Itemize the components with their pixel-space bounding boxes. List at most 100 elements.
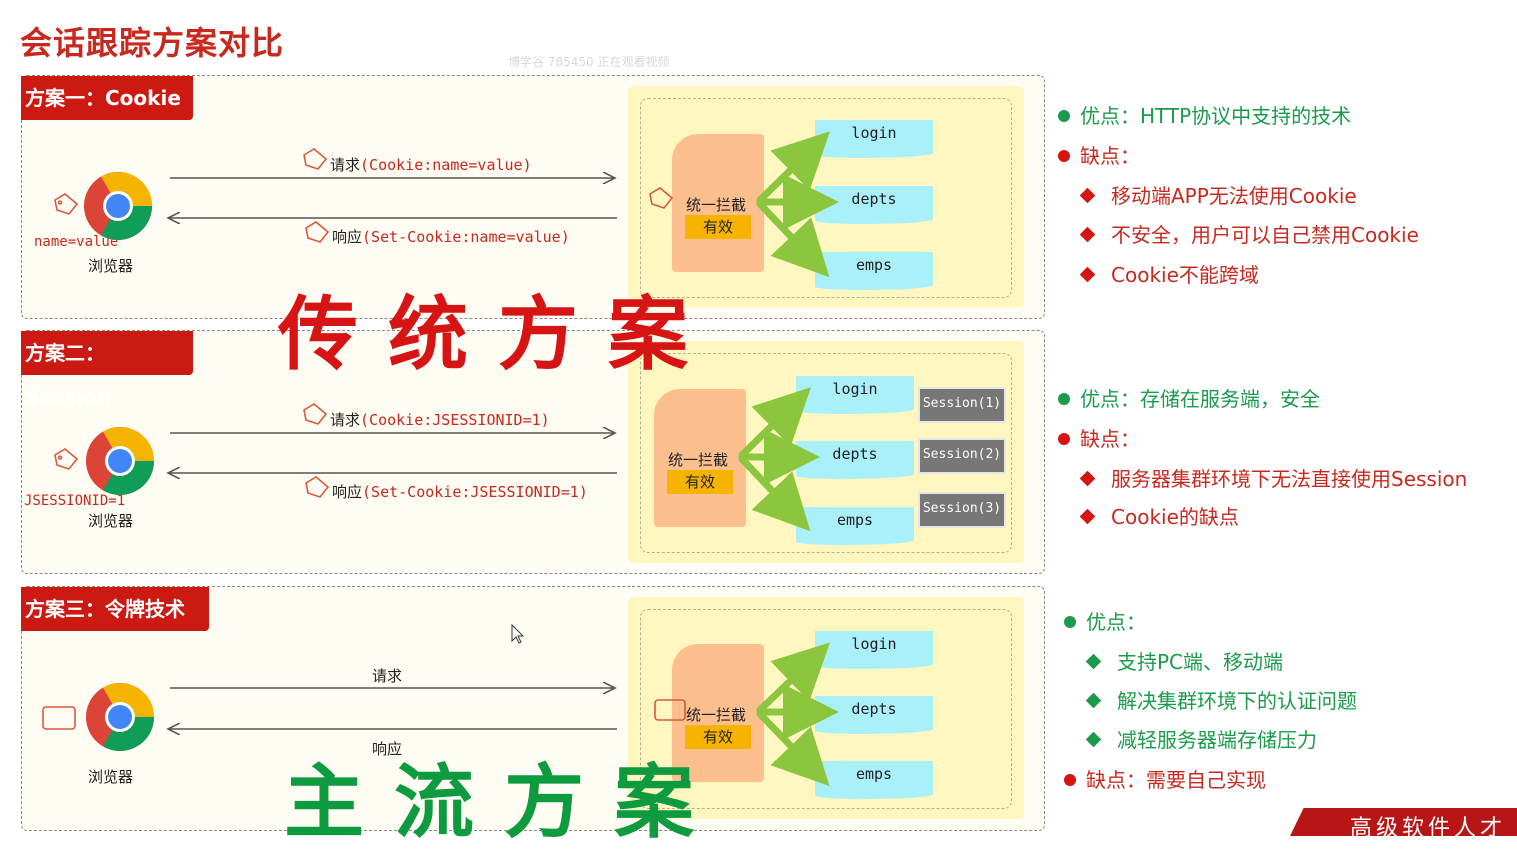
browser-label-1: 浏览器	[88, 257, 134, 275]
s3-pro-text: 优点：	[1086, 610, 1146, 634]
cursor-icon	[511, 623, 525, 644]
valid-badge-1: 有效	[685, 215, 751, 239]
s2-con-item-text: 服务器集群环境下无法直接使用Session	[1111, 467, 1468, 491]
response-word-2: 响应	[332, 483, 363, 501]
s1-con-item: Cookie不能跨域	[1079, 259, 1259, 288]
chrome-icon	[84, 172, 152, 240]
filter-label-1: 统一拦截	[686, 196, 747, 214]
valid-badge-2: 有效	[667, 470, 733, 494]
endpoint-emps-2: emps	[796, 507, 914, 545]
request-word-1: 请求	[330, 156, 361, 174]
s3-pro-item-text: 支持PC端、移动端	[1117, 650, 1284, 674]
bullet-diamond-icon	[1085, 731, 1102, 748]
s2-con-item: Cookie的缺点	[1079, 501, 1239, 530]
endpoint-login-2: login	[796, 376, 914, 414]
request-label-1: 请求(Cookie:name=value)	[330, 154, 532, 175]
client-session-value: JSESSIONID=1	[24, 493, 126, 509]
s1-con-item-text: 不安全，用户可以自己禁用Cookie	[1111, 223, 1419, 247]
filter-label-2: 统一拦截	[668, 451, 729, 469]
bullet-diamond-icon	[1079, 470, 1096, 487]
id-card-icon	[654, 699, 686, 721]
valid-badge-3: 有效	[685, 725, 751, 749]
response-word-1: 响应	[332, 228, 363, 246]
s1-pro: 优点：HTTP协议中支持的技术	[1058, 100, 1351, 129]
filter-label-3: 统一拦截	[686, 706, 747, 724]
chrome-icon	[86, 683, 154, 751]
request-label-2: 请求(Cookie:JSESSIONID=1)	[330, 409, 550, 430]
s1-con: 缺点：	[1058, 140, 1140, 169]
s1-con-item: 移动端APP无法使用Cookie	[1079, 180, 1357, 209]
overlay-traditional: 传统方案	[278, 287, 718, 381]
bullet-diamond-icon	[1085, 692, 1102, 709]
tag-icon	[54, 448, 79, 470]
chrome-icon	[86, 427, 154, 495]
tag-icon	[649, 187, 674, 209]
s1-pro-text: 优点：HTTP协议中支持的技术	[1080, 104, 1352, 128]
bullet-dot-icon	[1058, 392, 1070, 405]
bullet-dot-icon	[1064, 615, 1076, 628]
response-label-1: 响应(Set-Cookie:name=value)	[332, 226, 570, 247]
endpoint-emps-3: emps	[815, 761, 933, 799]
server-inner-2	[640, 353, 1012, 553]
tag-icon	[305, 221, 330, 243]
response-label-3: 响应	[372, 740, 403, 758]
s2-con: 缺点：	[1058, 423, 1140, 452]
browser-label-2: 浏览器	[88, 512, 134, 530]
s2-pro-text: 优点：存储在服务端，安全	[1080, 387, 1320, 411]
request-code-1: (Cookie:name=value)	[360, 156, 532, 174]
request-code-2: (Cookie:JSESSIONID=1)	[360, 411, 550, 429]
s2-pro: 优点：存储在服务端，安全	[1058, 383, 1320, 412]
response-label-2: 响应(Set-Cookie:JSESSIONID=1)	[332, 481, 588, 502]
overlay-mainstream: 主流方案	[284, 755, 724, 849]
s3-pro-item-text: 解决集群环境下的认证问题	[1117, 689, 1357, 713]
filter-box-2	[654, 389, 746, 527]
tag-icon	[303, 148, 328, 170]
s3-pro-item: 解决集群环境下的认证问题	[1085, 685, 1357, 714]
s1-con-text: 缺点：	[1080, 144, 1140, 168]
bullet-dot-icon	[1064, 773, 1076, 786]
request-word-2: 请求	[330, 411, 361, 429]
session-store-1: Session(1)	[918, 387, 1006, 423]
filter-box-1	[672, 134, 764, 272]
scheme-2-badge: 方案二：Session	[21, 331, 193, 409]
tag-icon	[305, 476, 330, 498]
bullet-diamond-icon	[1079, 266, 1096, 283]
bullet-diamond-icon	[1079, 508, 1096, 525]
bullet-diamond-icon	[1085, 653, 1102, 670]
endpoint-login-1: login	[815, 120, 933, 158]
scheme-1-badge: 方案一：Cookie	[21, 76, 193, 120]
filter-box-3	[672, 644, 764, 782]
diagram-graphics	[42, 131, 839, 787]
browser-label-3: 浏览器	[88, 768, 134, 786]
s3-pro-item-text: 减轻服务器端存储压力	[1117, 728, 1317, 752]
bullet-diamond-icon	[1079, 187, 1096, 204]
endpoint-login-3: login	[815, 631, 933, 669]
request-label-3: 请求	[372, 667, 403, 685]
watermark: 博学谷 785450 正在观看视频	[508, 55, 670, 69]
session-store-2: Session(2)	[918, 438, 1006, 474]
client-cookie-value: name=value	[34, 234, 119, 250]
server-inner-1	[640, 98, 1012, 298]
corner-text: 高级软件人才	[1350, 816, 1507, 841]
s1-con-item-text: 移动端APP无法使用Cookie	[1111, 184, 1357, 208]
bullet-diamond-icon	[1079, 226, 1096, 243]
page-title: 会话跟踪方案对比	[20, 24, 285, 62]
s3-con: 缺点：需要自己实现	[1064, 764, 1266, 793]
s3-pro-item: 支持PC端、移动端	[1085, 646, 1284, 675]
id-card-icon	[42, 706, 76, 730]
s1-con-item-text: Cookie不能跨域	[1111, 263, 1259, 287]
s3-pro-item: 减轻服务器端存储压力	[1085, 724, 1317, 753]
session-store-3: Session(3)	[918, 492, 1006, 528]
tag-icon	[54, 193, 79, 215]
bullet-dot-icon	[1058, 432, 1070, 445]
s2-con-item: 服务器集群环境下无法直接使用Session	[1079, 463, 1468, 492]
endpoint-emps-1: emps	[815, 252, 933, 290]
bullet-dot-icon	[1058, 149, 1070, 162]
s2-con-item-text: Cookie的缺点	[1111, 505, 1239, 529]
corner-banner: 高级软件人才	[1290, 808, 1517, 836]
bullet-dot-icon	[1058, 109, 1070, 122]
scheme-3-badge: 方案三：令牌技术	[21, 587, 209, 631]
server-inner-3	[640, 609, 1012, 809]
response-code-1: (Set-Cookie:name=value)	[362, 228, 570, 246]
s3-con-text: 缺点：需要自己实现	[1086, 768, 1266, 792]
